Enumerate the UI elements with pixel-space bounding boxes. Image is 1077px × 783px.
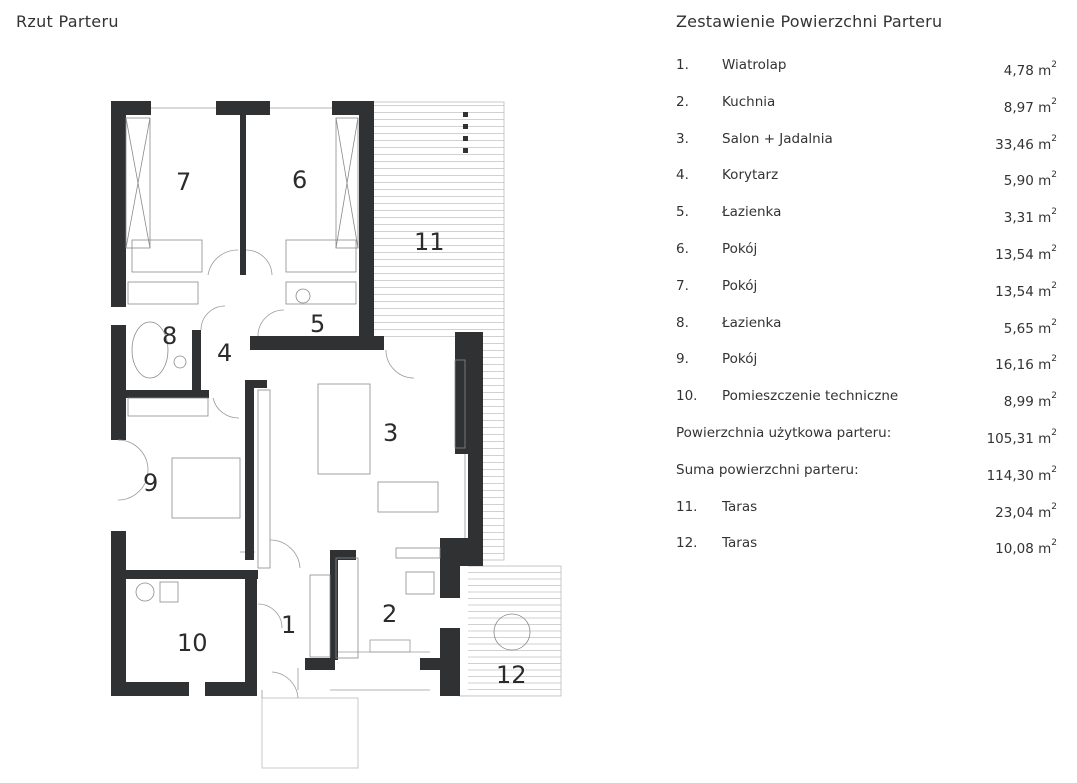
room-label-7: 7: [176, 168, 191, 196]
room-name: Łazienka: [722, 204, 782, 221]
area-row-10: 10. Pomieszczenie techniczne 8,99 m2: [676, 381, 1066, 418]
room-area: 4,78 m2: [1003, 60, 1057, 79]
area-row-1: 1. Wiatrolap 4,78 m2: [676, 50, 1066, 87]
room-label-1: 1: [281, 611, 296, 639]
room-label-9: 9: [143, 469, 158, 497]
room-label-12: 12: [496, 661, 527, 689]
area-row-4: 4. Korytarz 5,90 m2: [676, 160, 1066, 197]
room-area: 23,04 m2: [995, 501, 1057, 521]
usable-area-value: 105,31 m2: [986, 427, 1057, 447]
area-row-8: 8. Łazienka 5,65 m2: [676, 308, 1066, 345]
row-number: 6.: [676, 240, 689, 257]
total-area-value: 114,30 m2: [986, 464, 1057, 484]
room-labels: 7 6 11 8 4 5 3 9 2 1 10 12: [143, 166, 527, 689]
area-row-12: 12. Taras 10,08 m2: [676, 528, 1066, 565]
room-label-8: 8: [162, 322, 177, 350]
area-row-6: 6. Pokój 13,54 m2: [676, 234, 1066, 271]
fixtures: [125, 117, 531, 659]
area-row-7: 7. Pokój 13,54 m2: [676, 271, 1066, 308]
room-area: 8,97 m2: [1003, 96, 1057, 116]
row-number: 12.: [676, 535, 698, 552]
room-area: 10,08 m2: [995, 538, 1057, 558]
area-table: 1. Wiatrolap 4,78 m2 2. Kuchnia 8,97 m2 3. Sa…: [676, 50, 1066, 565]
room-name: Kuchnia: [722, 93, 776, 110]
entrance-steps: [261, 697, 359, 769]
room-label-2: 2: [382, 600, 397, 628]
room-name: Pomieszczenie techniczne: [722, 388, 899, 405]
room-label-10: 10: [177, 629, 208, 657]
room-label-11: 11: [414, 228, 445, 256]
room-name: Pokój: [722, 277, 758, 294]
room-name: Salon + Jadalnia: [722, 130, 833, 147]
room-label-5: 5: [310, 310, 325, 338]
room-area: 3,31 m2: [1003, 207, 1057, 227]
room-area: 8,99 m2: [1003, 391, 1057, 411]
row-number: 7.: [676, 277, 689, 294]
usable-area-label: Powierzchnia użytkowa parteru:: [676, 424, 892, 441]
row-number: 8.: [676, 314, 689, 331]
room-label-3: 3: [383, 419, 398, 447]
row-number: 5.: [676, 204, 689, 221]
floor-plan: 7 6 11 8 4 5 3 9 2 1 10 12: [111, 101, 562, 769]
room-name: Korytarz: [722, 167, 779, 184]
area-row-5: 5. Łazienka 3,31 m2: [676, 197, 1066, 234]
room-area: 5,90 m2: [1003, 170, 1057, 190]
room-name: Taras: [722, 535, 758, 552]
row-number: 10.: [676, 388, 698, 405]
room-name: Wiatrolap: [722, 57, 787, 73]
terrace-dots: [463, 112, 468, 153]
row-number: 4.: [676, 167, 689, 184]
row-number: 9.: [676, 351, 689, 368]
area-row-2: 2. Kuchnia 8,97 m2: [676, 87, 1066, 124]
room-area: 33,46 m2: [995, 133, 1057, 153]
doors: [117, 249, 415, 699]
area-row-11: 11. Taras 23,04 m2: [676, 492, 1066, 529]
row-number: 1.: [676, 57, 689, 73]
walls: [111, 101, 483, 696]
room-name: Taras: [722, 498, 758, 515]
total-area-row: Suma powierzchni parteru: 114,30 m2: [676, 455, 1066, 492]
terrace-12: [458, 565, 562, 697]
room-area: 13,54 m2: [995, 280, 1057, 300]
room-name: Pokój: [722, 240, 758, 257]
room-name: Łazienka: [722, 314, 782, 331]
room-area: 13,54 m2: [995, 243, 1057, 263]
usable-area-row: Powierzchnia użytkowa parteru: 105,31 m2: [676, 418, 1066, 455]
row-number: 3.: [676, 130, 689, 147]
row-number: 2.: [676, 93, 689, 110]
total-area-label: Suma powierzchni parteru:: [676, 461, 859, 478]
plan-title: Rzut Parteru: [16, 12, 119, 31]
area-row-3: 3. Salon + Jadalnia 33,46 m2: [676, 124, 1066, 161]
room-area: 5,65 m2: [1003, 317, 1057, 337]
row-number: 11.: [676, 498, 698, 515]
room-area: 16,16 m2: [995, 354, 1057, 374]
area-table-title: Zestawienie Powierzchni Parteru: [676, 12, 943, 31]
room-label-6: 6: [292, 166, 307, 194]
room-name: Pokój: [722, 351, 758, 368]
room-label-4: 4: [217, 339, 232, 367]
area-row-9: 9. Pokój 16,16 m2: [676, 344, 1066, 381]
